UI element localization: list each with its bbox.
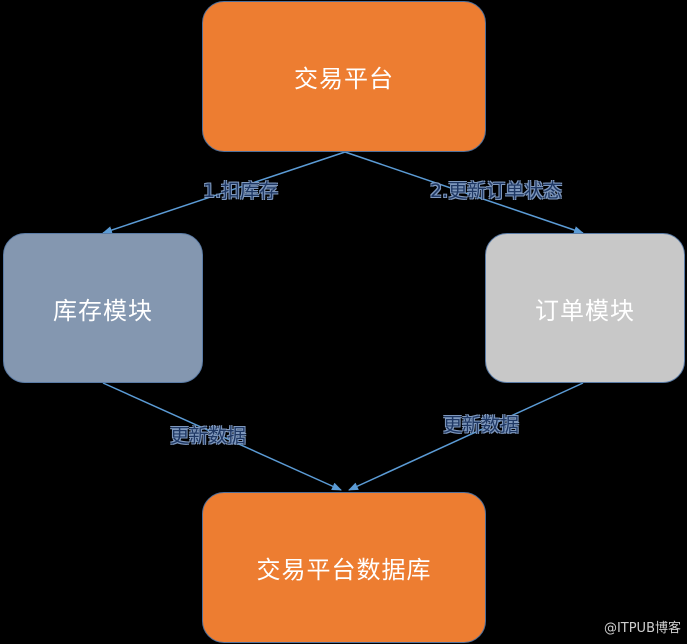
edge-label-deduct-inventory: 1.扣库存 xyxy=(203,180,279,202)
node-trading-platform: 交易平台 xyxy=(202,1,486,152)
node-trading-platform-label: 交易平台 xyxy=(294,65,394,93)
node-order-module-label: 订单模块 xyxy=(535,296,635,325)
edge-platform-to-order xyxy=(344,151,584,234)
edge-platform-to-inventory xyxy=(102,151,346,234)
edge-label-inventory-update-data: 更新数据 xyxy=(170,425,247,447)
watermark: @ITPUB博客 xyxy=(603,621,681,636)
node-order-module: 订单模块 xyxy=(485,233,685,383)
node-trading-db: 交易平台数据库 xyxy=(202,492,486,643)
edge-order-to-db xyxy=(348,382,584,491)
node-inventory-module-label: 库存模块 xyxy=(53,296,153,325)
edge-label-update-order-status: 2.更新订单状态 xyxy=(430,180,563,202)
edge-label-order-update-data: 更新数据 xyxy=(443,414,520,436)
edge-inventory-to-db xyxy=(102,382,342,491)
node-trading-db-label: 交易平台数据库 xyxy=(256,556,432,584)
node-inventory-module: 库存模块 xyxy=(3,233,203,383)
